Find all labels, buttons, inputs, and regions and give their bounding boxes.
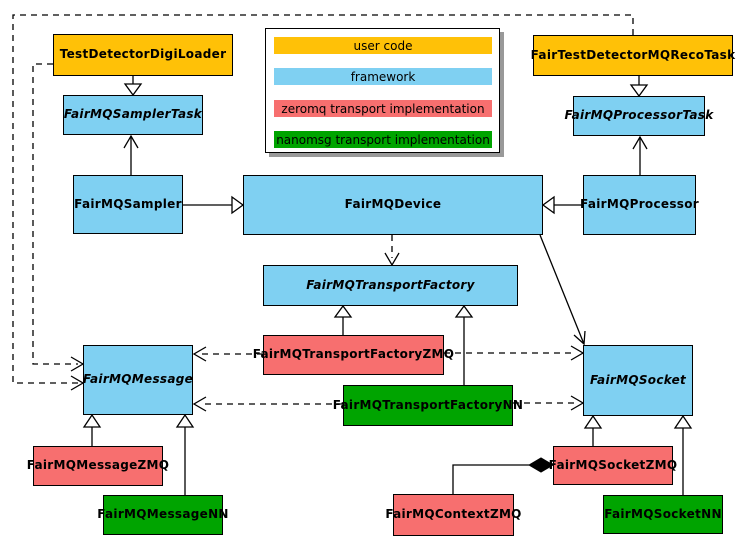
node-fairmq-transport-factory: FairMQTransportFactory [263, 265, 518, 306]
node-fairmq-context-zmq: FairMQContextZMQ [385, 494, 521, 536]
node-label: FairMQMessage [82, 372, 194, 387]
node-label: FairMQSocketNN [604, 506, 722, 521]
edge-socketnn-socket-inheritance [673, 414, 693, 495]
legend-label: nanomsg transport implementation [276, 132, 490, 147]
edge-factoryzmq-transportfactory-inheritance [333, 304, 353, 335]
edge-processor-device-inheritance [541, 195, 583, 215]
edge-sampler-samplertask-association [123, 134, 139, 175]
legend-label: zeromq transport implementation [281, 101, 485, 116]
node-label: FairMQTransportFactory [306, 277, 475, 292]
node-fairmq-socket-nn: FairMQSocketNN [603, 495, 723, 534]
legend-item-zeromq: zeromq transport implementation [274, 100, 492, 117]
node-label: FairMQSamplerTask [63, 107, 203, 122]
edge-factorynn-transportfactory-inheritance [454, 304, 474, 385]
node-fairmq-message: FairMQMessage [83, 345, 193, 415]
edge-processor-processortask-association [632, 135, 648, 175]
node-fairmq-socket-zmq: FairMQSocketZMQ [549, 446, 677, 485]
node-label: FairTestDetectorMQRecoTask [530, 47, 736, 62]
edge-socketzmq-socket-inheritance [583, 414, 603, 446]
node-fairmq-socket: FairMQSocket [583, 345, 693, 416]
node-label: FairMQContextZMQ [385, 507, 522, 522]
node-label: FairMQSampler [74, 196, 182, 211]
edge-sampler-device-inheritance [183, 195, 245, 215]
legend-item-framework: framework [274, 68, 492, 85]
node-fairmq-message-zmq: FairMQMessageZMQ [27, 446, 169, 486]
node-fairmq-device: FairMQDevice [243, 175, 543, 235]
node-label: FairMQTransportFactoryNN [332, 397, 524, 412]
node-fairmq-transport-factory-nn: FairMQTransportFactoryNN [333, 385, 523, 426]
node-label: FairMQDevice [344, 197, 442, 212]
node-test-detector-digi-loader: TestDetectorDigiLoader [53, 34, 233, 76]
edge-messagenn-message-inheritance [175, 413, 195, 495]
legend-label: framework [350, 69, 416, 84]
node-fairmq-processor-task: FairMQProcessorTask [564, 96, 713, 136]
legend-label: user code [353, 38, 413, 53]
node-fairmq-sampler-task: FairMQSamplerTask [63, 95, 203, 135]
node-fairmq-transport-factory-zmq: FairMQTransportFactoryZMQ [253, 335, 454, 375]
edge-device-socket-association [539, 234, 586, 346]
edge-digiloader-samplertask-inheritance [123, 76, 143, 97]
node-label: FairMQMessageNN [97, 507, 229, 522]
edge-device-transportfactory-dependency [384, 235, 400, 267]
node-label: FairMQProcessor [580, 197, 699, 212]
node-label: FairMQSocketZMQ [548, 457, 678, 472]
node-label: TestDetectorDigiLoader [59, 47, 227, 62]
node-fairmq-processor: FairMQProcessor [580, 175, 699, 235]
node-label: FairMQMessageZMQ [26, 458, 170, 473]
edge-recotask-processortask-inheritance [629, 76, 649, 98]
edge-factorynn-socket-dependency [513, 395, 585, 411]
legend-item-nanomsg: nanomsg transport implementation [274, 131, 492, 148]
node-label: FairMQTransportFactoryZMQ [252, 347, 455, 362]
edge-messagezmq-message-inheritance [82, 413, 102, 446]
edge-contextzmq-socketzmq-composition [452, 457, 554, 494]
node-fairmq-message-nn: FairMQMessageNN [97, 495, 228, 535]
node-fair-test-detector-mq-reco-task: FairTestDetectorMQRecoTask [530, 35, 736, 76]
edge-factorynn-message-dependency [192, 396, 343, 412]
node-label: FairMQSocket [589, 372, 687, 387]
legend-item-user-code: user code [274, 37, 492, 54]
legend-panel: user code framework zeromq transport imp… [265, 28, 500, 153]
node-fairmq-sampler: FairMQSampler [73, 175, 183, 234]
edge-factoryzmq-socket-dependency [444, 345, 585, 361]
edge-factoryzmq-message-dependency [192, 346, 263, 362]
node-label: FairMQProcessorTask [564, 108, 714, 123]
